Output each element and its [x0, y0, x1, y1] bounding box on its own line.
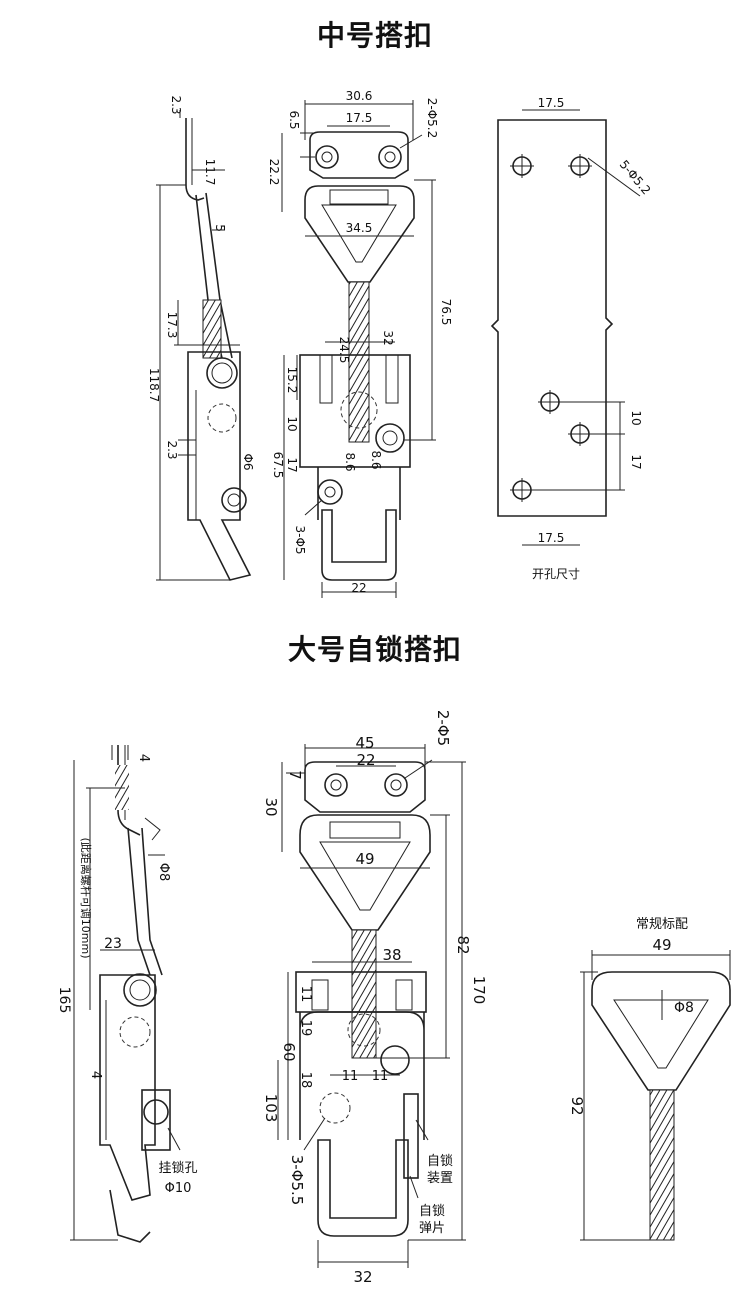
l-side-d1: 4 [136, 754, 151, 762]
large-side-view: 4 (此距离螺杆可调10mm) Φ8 23 165 4 挂锁孔 Φ10 [56, 745, 198, 1243]
m-side-d5: 118.7 [147, 368, 161, 402]
l-side-d5: 4 [88, 1071, 103, 1079]
large-latch-title: 大号自锁搭扣 [287, 633, 462, 666]
m-side-d1: 2.3 [169, 95, 183, 114]
m-front-holes2: 3-Φ5 [293, 525, 307, 554]
l-front-h7: 60 [280, 1042, 298, 1061]
l-front-h4: 170 [470, 976, 488, 1005]
eye-width: 49 [652, 936, 671, 954]
m-side-d4: 17.3 [165, 312, 179, 339]
lock-device-line2: 装置 [427, 1171, 453, 1186]
eye-diameter: Φ8 [674, 1000, 694, 1016]
l-front-w4: 38 [382, 946, 401, 964]
medium-latch-title: 中号搭扣 [316, 19, 433, 52]
l-front-h5: 11 [298, 986, 313, 1003]
m-front-h5: 15.2 [285, 367, 299, 394]
m-front-h3: 76.5 [439, 299, 453, 326]
m-front-w1: 30.6 [346, 89, 373, 103]
m-drill-w2: 17.5 [538, 531, 565, 545]
l-front-w5: 11 [342, 1069, 359, 1084]
m-front-h7: 17 [285, 457, 299, 472]
l-side-d3: 23 [104, 936, 122, 952]
eye-caption: 常规标配 [636, 917, 688, 932]
lock-spring-line1: 自锁 [419, 1203, 445, 1219]
medium-drill-template: 17.5 5-Φ5.2 10 17 17.5 开孔尺寸 [490, 96, 654, 581]
l-front-h2: 30 [262, 797, 280, 816]
m-drill-h2: 17 [629, 454, 643, 469]
large-eye-bolt: 常规标配 49 Φ8 92 [568, 917, 731, 1241]
lock-device-line1: 自锁 [427, 1153, 453, 1169]
medium-side-view: 118.7 2.3 11.7 5 17.3 2.3 Φ6 [147, 95, 255, 581]
m-side-d3: 5 [213, 224, 227, 232]
m-side-d7: Φ6 [241, 453, 255, 470]
m-drill-caption: 开孔尺寸 [532, 567, 580, 581]
l-front-h9: 103 [262, 1094, 280, 1123]
l-front-w6: 11 [372, 1069, 389, 1084]
m-front-w3: 34.5 [346, 221, 373, 235]
l-front-w3: 49 [355, 850, 374, 868]
m-front-w6: 8.6 [369, 450, 383, 469]
m-side-d6: 2.3 [165, 440, 179, 459]
m-side-d2: 11.7 [203, 159, 217, 186]
m-front-w5: 8.6 [343, 452, 357, 471]
l-front-h8: 18 [298, 1072, 313, 1089]
lock-spring-line2: 弹片 [419, 1221, 445, 1236]
l-side-hole-dim: Φ10 [165, 1181, 192, 1196]
medium-front-view: 30.6 17.5 6.5 2-Φ5.2 22.2 34.5 76.5 32 2… [267, 89, 453, 598]
l-front-lock-spring: 自锁弹片 [419, 1203, 445, 1236]
large-front-view: 45 22 2-Φ5 7 30 49 82 170 38 11 19 60 18… [262, 710, 488, 1286]
m-front-h4: 24.5 [337, 337, 351, 364]
m-drill-h1: 10 [629, 410, 643, 425]
m-drill-holes: 5-Φ5.2 [617, 157, 654, 197]
m-front-holes: 2-Φ5.2 [425, 98, 439, 139]
eye-height: 92 [568, 1096, 586, 1115]
l-side-hole-label: 挂锁孔 [158, 1160, 197, 1176]
l-front-holes2: 3-Φ5.5 [288, 1155, 306, 1206]
l-front-holes: 2-Φ5 [434, 710, 452, 746]
l-front-h3: 82 [454, 935, 472, 954]
l-front-h1: 7 [286, 770, 304, 780]
m-front-w2: 17.5 [346, 111, 373, 125]
m-front-h2: 22.2 [267, 159, 281, 186]
m-front-h6: 10 [285, 416, 299, 431]
l-side-note: (此距离螺杆可调10mm) [79, 837, 93, 958]
m-drill-w1: 17.5 [538, 96, 565, 110]
l-front-w7: 32 [353, 1268, 372, 1286]
m-front-h1: 6.5 [287, 110, 301, 129]
l-front-h6: 19 [298, 1020, 313, 1037]
m-front-h8: 67.5 [271, 452, 285, 479]
m-front-w7: 22 [351, 581, 366, 595]
l-side-d4: 165 [56, 987, 72, 1014]
l-front-lock-device: 自锁装置 [427, 1153, 453, 1186]
m-front-w4: 32 [381, 330, 395, 345]
l-front-w1: 45 [355, 734, 374, 752]
l-front-w2: 22 [356, 751, 375, 769]
l-side-d2: Φ8 [156, 863, 171, 882]
